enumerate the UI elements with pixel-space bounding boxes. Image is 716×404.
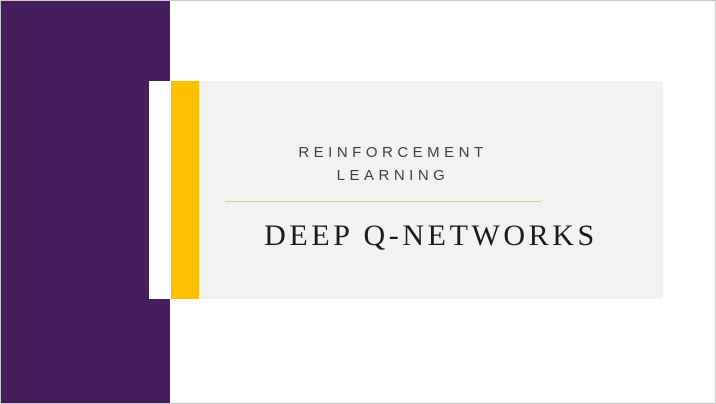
title-panel: REINFORCEMENT LEARNING DEEP Q-NETWORKS <box>199 81 663 299</box>
white-accent-strip <box>149 81 171 299</box>
slide-title: DEEP Q-NETWORKS <box>264 219 598 252</box>
slide-subtitle: REINFORCEMENT LEARNING <box>298 144 488 184</box>
left-purple-band <box>1 1 170 403</box>
title-divider <box>225 201 541 202</box>
yellow-accent-bar <box>171 81 199 299</box>
